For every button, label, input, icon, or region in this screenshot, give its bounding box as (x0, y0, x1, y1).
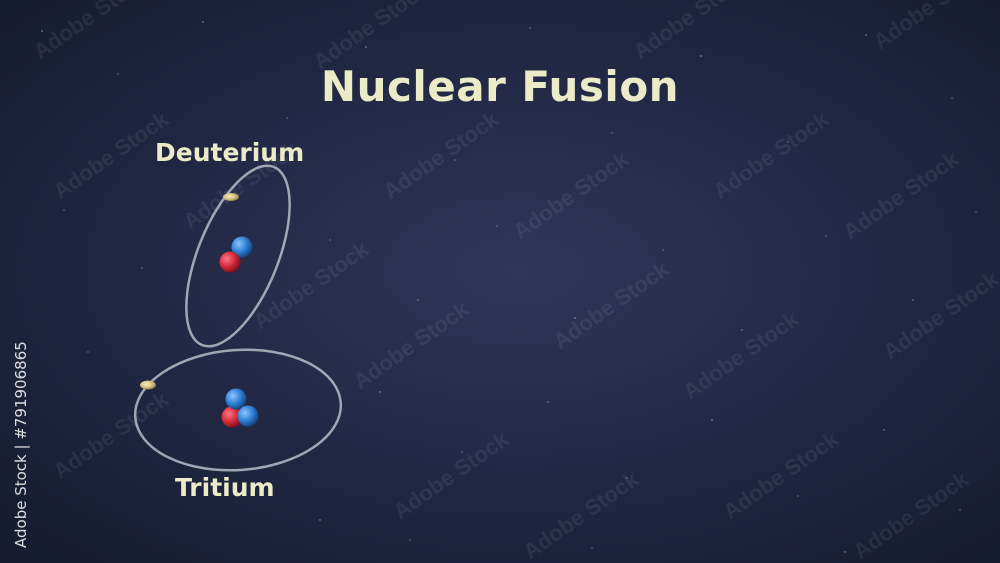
deuterium-atom (185, 164, 291, 348)
deuterium-label: Deuterium (155, 138, 305, 167)
tritium-orbit (133, 348, 343, 472)
watermark-id-text: Adobe Stock | #791906865 (12, 341, 30, 548)
page-title: Nuclear Fusion (320, 62, 680, 111)
tritium-proton (221, 406, 243, 428)
tritium-electron (140, 380, 156, 390)
tritium-neutron (237, 405, 259, 427)
deuterium-electron (223, 193, 239, 201)
deuterium-neutron (231, 236, 253, 258)
deuterium-orbit (185, 164, 291, 348)
tritium-label: Tritium (175, 473, 275, 502)
tritium-atom (133, 348, 343, 472)
tritium-neutron (225, 388, 247, 410)
deuterium-proton (219, 251, 241, 273)
